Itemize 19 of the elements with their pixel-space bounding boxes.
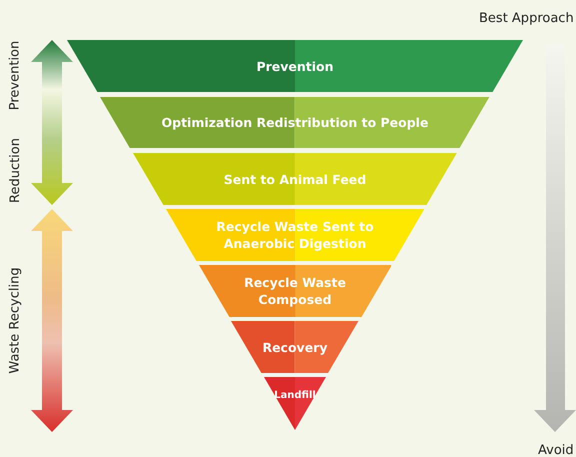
tier-label: Recycle Waste Composed	[243, 274, 347, 308]
pyramid-tier	[198, 265, 392, 317]
scale-label: Best Approach	[479, 10, 574, 26]
pyramid-tier	[166, 209, 424, 261]
pyramid-tier	[100, 97, 490, 148]
tier-label: Sent to Animal Feed	[224, 170, 366, 188]
axis-label: Waste Recycling	[8, 266, 23, 374]
axis-label: Reduction	[8, 138, 22, 202]
pyramid-tier	[67, 40, 523, 92]
axis-label: Prevention	[7, 40, 22, 110]
pyramid-tier	[231, 321, 359, 373]
pyramid-tier	[133, 153, 457, 205]
scale-label: Avoid	[538, 442, 574, 457]
tier-label: Landfill	[274, 389, 316, 403]
tier-label: Optimization Redistribution to People	[162, 114, 428, 131]
tier-label: Prevention	[256, 58, 334, 74]
tier-label: Recovery	[262, 338, 328, 356]
tier-label: Recycle Waste Sent to Anaerobic Digestion	[215, 218, 375, 252]
pyramid-tier	[264, 377, 326, 430]
